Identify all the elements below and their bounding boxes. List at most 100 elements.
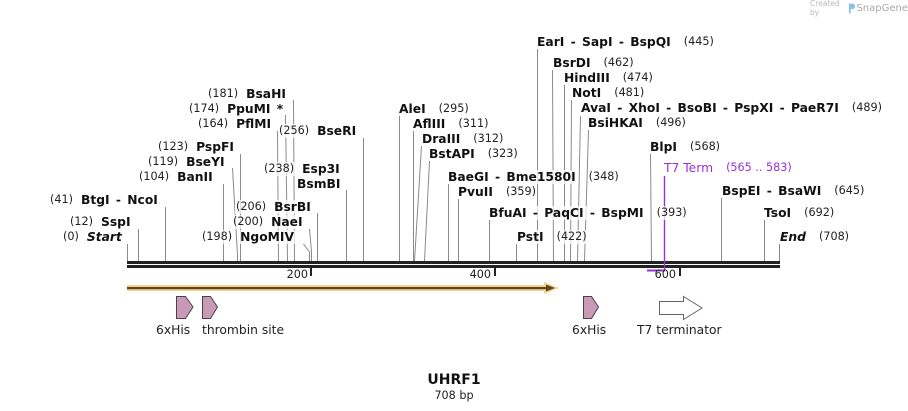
ruler-label-200: 200: [286, 268, 308, 281]
enzyme-site-ppumi[interactable]: (174) PpuMI *: [188, 102, 285, 116]
site-position: (445): [682, 35, 715, 49]
t7-term-annotation[interactable]: T7 Term (565 .. 583): [663, 161, 793, 175]
site-name: BsrBI: [273, 200, 312, 214]
feature-arrow-thrombin-site[interactable]: [202, 296, 219, 319]
site-position: (311): [457, 117, 490, 131]
site-position: (181): [207, 87, 240, 101]
enzyme-site-btgi-ncoi[interactable]: (41) BtgI - NcoI: [49, 193, 159, 207]
enzyme-site-hindiii[interactable]: HindIII (474): [563, 71, 654, 85]
site-name: BseYI: [185, 155, 226, 169]
feature-arrow-6xhis-2[interactable]: [583, 296, 600, 319]
enzyme-site-banii[interactable]: (104) BanII: [138, 170, 214, 184]
site-position: (474): [621, 71, 654, 85]
site-name: PspFI: [195, 140, 235, 154]
leader-line-blpi: [650, 153, 652, 262]
site-position: (295): [437, 102, 470, 116]
site-name: BstAPI: [428, 147, 476, 161]
enzyme-site-bspei-bsawi[interactable]: BspEI - BsaWI (645): [721, 184, 866, 198]
enzyme-site-bsrbi[interactable]: (206) BsrBI: [235, 200, 312, 214]
site-position: (481): [613, 86, 646, 100]
enzyme-site-bsrdi[interactable]: BsrDI (462): [552, 56, 635, 70]
site-name: AflIII: [412, 117, 447, 131]
site-name: PvuII: [457, 185, 494, 199]
ruler-label-400: 400: [469, 268, 491, 281]
site-name: PstI: [516, 230, 545, 244]
watermark: Created by SnapGene: [810, 0, 908, 17]
site-name: BseRI: [316, 124, 358, 138]
ruler-tick-200: [310, 268, 312, 276]
enzyme-site-afliii[interactable]: AflIII (311): [412, 117, 490, 131]
ruler-tick-400: [494, 268, 496, 276]
enzyme-site-bfuai-paqci-bspmi[interactable]: BfuAI - PaqCI - BspMI (393): [488, 206, 688, 220]
feature-label-thrombin-site[interactable]: thrombin site: [202, 323, 285, 337]
feature-label-t7-terminator[interactable]: T7 terminator: [637, 323, 722, 337]
site-position: (692): [803, 206, 836, 220]
enzyme-site-end[interactable]: End (708): [779, 230, 851, 244]
site-position: (12): [69, 215, 94, 229]
site-name: BspEI - BsaWI: [721, 184, 823, 198]
site-position: (256): [278, 124, 311, 138]
enzyme-site-sspi[interactable]: (12) SspI: [69, 215, 132, 229]
enzyme-site-eari-sapi-bspqi[interactable]: EarI - SapI - BspQI (445): [536, 35, 715, 49]
enzyme-site-naei[interactable]: (200) NaeI: [232, 215, 304, 229]
t7-term-range: (565 .. 583): [725, 161, 793, 175]
feature-label-6xhis-1[interactable]: 6xHis: [156, 323, 191, 337]
site-name: NotI: [571, 86, 603, 100]
enzyme-site-draiii[interactable]: DraIII (312): [421, 132, 505, 146]
enzyme-site-tsoi[interactable]: TsoI (692): [763, 206, 836, 220]
enzyme-site-baegi-bme1580i[interactable]: BaeGI - Bme1580I (348): [447, 170, 620, 184]
feature-label-6xhis-2[interactable]: 6xHis: [572, 323, 607, 337]
site-position: (206): [235, 200, 268, 214]
leader-line-naei: [309, 228, 312, 261]
site-name: BaeGI - Bme1580I: [447, 170, 577, 184]
enzyme-site-bsmbi[interactable]: BsmBI: [296, 177, 342, 191]
site-position: (645): [833, 184, 866, 198]
enzyme-site-alei[interactable]: AleI (295): [398, 102, 470, 116]
site-position: (164): [197, 117, 230, 131]
enzyme-site-start[interactable]: (0) Start: [62, 230, 123, 244]
enzyme-site-bsihkai[interactable]: BsiHKAI (496): [587, 116, 687, 130]
site-position: (422): [555, 230, 588, 244]
site-position: (359): [504, 185, 538, 199]
site-position: (238): [263, 162, 296, 176]
orf-arrow[interactable]: [127, 282, 559, 294]
site-name: BsaHI: [245, 87, 287, 101]
site-name: PflMI: [235, 117, 273, 131]
enzyme-site-noti[interactable]: NotI (481): [571, 86, 646, 100]
site-position: (348): [587, 170, 620, 184]
site-position: (200): [232, 215, 265, 229]
site-name: BfuAI - PaqCI - BspMI: [488, 206, 645, 220]
site-name: AvaI - XhoI - BsoBI - PspXI - PaeR7I: [580, 101, 840, 115]
enzyme-site-bstapi[interactable]: BstAPI (323): [428, 147, 519, 161]
enzyme-site-avai-xhoi-bsobi-pspxi-paer7i[interactable]: AvaI - XhoI - BsoBI - PspXI - PaeR7I (48…: [580, 101, 883, 115]
site-name: EarI - SapI - BspQI: [536, 35, 672, 49]
sequence-length: 708 bp: [434, 389, 474, 402]
t7-term-name: T7 Term: [663, 161, 715, 175]
enzyme-site-pflmi[interactable]: (164) PflMI: [197, 117, 273, 131]
leader-line-draiii: [414, 145, 422, 262]
enzyme-site-pvuii[interactable]: PvuII (359): [457, 185, 538, 199]
enzyme-site-bsahi[interactable]: (181) BsaHI: [207, 87, 287, 101]
site-position: (174): [188, 102, 221, 116]
enzyme-site-ngomiv[interactable]: (198) NgoMIV: [201, 230, 295, 244]
site-name: Start: [85, 230, 123, 244]
feature-arrow-6xhis-1[interactable]: [176, 296, 194, 319]
enzyme-site-bseri[interactable]: (256) BseRI: [278, 124, 358, 138]
ruler: [310, 268, 681, 276]
site-position: (323): [486, 147, 519, 161]
feature-arrow-t7-terminator[interactable]: [659, 295, 703, 321]
enzyme-site-bseyi[interactable]: (119) BseYI: [147, 155, 226, 169]
site-name: NaeI: [270, 215, 304, 229]
ruler-label-600: 600: [654, 268, 676, 281]
site-name: TsoI: [763, 206, 793, 220]
enzyme-site-psti[interactable]: PstI (422): [516, 230, 588, 244]
enzyme-site-blpi[interactable]: BlpI (568): [649, 140, 722, 154]
site-position: (708): [817, 230, 851, 244]
site-position: (496): [654, 116, 687, 130]
site-position: (462): [602, 56, 635, 70]
enzyme-site-pspfi[interactable]: (123) PspFI: [157, 140, 235, 154]
enzyme-site-esp3i[interactable]: (238) Esp3I: [263, 162, 341, 176]
ruler-tick-600: [679, 268, 681, 276]
watermark-prefix: Created by: [810, 0, 840, 17]
